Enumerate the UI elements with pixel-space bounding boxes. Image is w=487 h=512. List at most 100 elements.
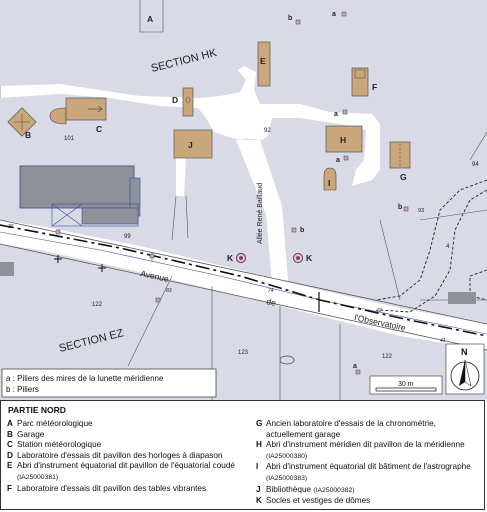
gray-building-edge	[0, 262, 14, 276]
legend-item-e: E Abri d'instrument équatorial dit pavill…	[7, 461, 247, 483]
allee-road	[236, 140, 288, 284]
avenue-word-2: de	[266, 296, 278, 308]
legend-key: I	[256, 462, 259, 472]
label-b-1: b	[288, 15, 292, 22]
site-map: SECTION HK SECTION EZ Avenue de l'Observ…	[0, 0, 487, 400]
north-arrow-half	[464, 359, 472, 387]
legend-ref: (IA25000383)	[266, 474, 308, 482]
building-i	[323, 167, 337, 191]
legend-key: C	[7, 440, 13, 450]
label-g-building: G	[400, 172, 407, 182]
legend-item-k: K Socles et vestiges de dômes	[256, 496, 484, 507]
legend-ref: (IA25000380)	[266, 452, 308, 460]
label-i-building: I	[328, 178, 330, 188]
avenue-edge-top	[0, 219, 487, 325]
legend-item-i: I Abri d'instrument équatorial dit bâtime…	[256, 462, 484, 484]
building-f	[351, 67, 369, 97]
left-path	[176, 158, 186, 196]
legend-ref: (IA25000381)	[17, 473, 59, 481]
label-b-3: b	[300, 227, 304, 234]
inset-legend-b: b : Piliers	[6, 385, 39, 394]
legend-item-j: J Bibliothèque (IA25000382)	[256, 485, 484, 497]
legend-ref: (IA25000382)	[313, 486, 355, 494]
legend-text: Abri d'instrument équatorial dit pavillo…	[17, 461, 235, 471]
section-boundary	[0, 224, 487, 337]
legend-text: Garage	[17, 429, 45, 439]
hatched-area	[51, 203, 139, 227]
parcel-36: 36	[8, 224, 14, 230]
scale-bar	[375, 387, 437, 392]
label-k2: K	[306, 253, 313, 263]
parcel-boundary-blue	[0, 231, 487, 335]
legend-key: E	[7, 461, 13, 471]
legend-item-d: D Laboratoire d'essais dit pavillon des h…	[7, 451, 247, 462]
label-a-building: A	[147, 14, 153, 24]
legend-key: A	[7, 419, 13, 428]
parcel-101: 101	[64, 136, 75, 142]
legend-text: Station météorologique	[17, 440, 102, 450]
parcel-123: 123	[238, 350, 249, 356]
legend-key: D	[7, 450, 13, 460]
label-k1: K	[227, 253, 234, 263]
legend-item-b: B Garage	[7, 430, 247, 441]
legend-text: Laboratoire d'essais dit pavillon des ta…	[17, 483, 207, 493]
legend-text: Socles et vestiges de dômes	[266, 496, 371, 506]
parcel-42: 42	[376, 308, 382, 314]
building-g	[389, 141, 411, 169]
round-feature	[279, 355, 295, 365]
legend-text: Ancien laboratoire d'essais de la chrono…	[266, 419, 436, 439]
building-e	[257, 41, 271, 87]
scale-label: 30 m	[398, 381, 414, 388]
legend-item-a: A Parc météorologique	[7, 419, 247, 430]
parcel-92: 92	[264, 128, 271, 134]
label-a-4: a	[353, 363, 357, 370]
legend-text: Abri d'instrument méridien dit pavillon …	[266, 440, 465, 450]
parcel-122-right: 122	[382, 354, 393, 360]
label-b-building: B	[25, 130, 31, 140]
parcel-4: 4	[446, 244, 450, 250]
avenue-road	[0, 220, 487, 350]
label-c-building: C	[96, 124, 102, 134]
legend-key: J	[256, 484, 261, 494]
parcel-74: 74	[268, 288, 274, 294]
legend-key: K	[256, 496, 262, 506]
inset-legend-a: a : Piliers des mires de la lunette méri…	[6, 374, 164, 383]
avenue-edge-bottom	[0, 243, 487, 351]
upper-road	[0, 66, 380, 186]
gray-building-large	[19, 165, 135, 209]
north-label: N	[461, 347, 468, 357]
building-j	[173, 129, 213, 159]
parcel-122-left: 122	[92, 302, 103, 308]
legend-item-c: C Station météorologique	[7, 440, 247, 451]
legend-text: Laboratoire d'essais dit pavillon des ho…	[17, 450, 223, 460]
parcel-99: 99	[124, 234, 131, 240]
allee-label: Allée René Baillaud	[257, 183, 264, 244]
dome-k2	[292, 252, 304, 264]
building-f-cap	[354, 69, 366, 79]
label-h-building: H	[340, 135, 346, 145]
legend-title: PARTIE NORD	[8, 405, 66, 415]
parcel-83: 83	[166, 288, 172, 294]
boundary-crosses	[54, 255, 106, 272]
legend-key: G	[256, 419, 263, 428]
building-c	[49, 97, 107, 125]
piliers-markers	[55, 11, 409, 375]
legend-key: H	[256, 440, 262, 450]
legend-text: Parc météorologique	[17, 419, 93, 428]
legend-text: Bibliothèque	[266, 484, 312, 494]
label-a-3: a	[336, 157, 340, 164]
label-e-building: E	[260, 56, 266, 66]
legend-text: Abri d'instrument équatorial dit bâtimen…	[266, 462, 471, 472]
legend-key: B	[7, 429, 13, 439]
dome-k1	[235, 252, 247, 264]
label-j-building: J	[188, 140, 193, 150]
d-courtyard	[198, 108, 244, 140]
inset-legend-box	[1, 368, 217, 398]
parcel-41: 41	[440, 338, 446, 344]
dashed-lines	[375, 179, 487, 313]
